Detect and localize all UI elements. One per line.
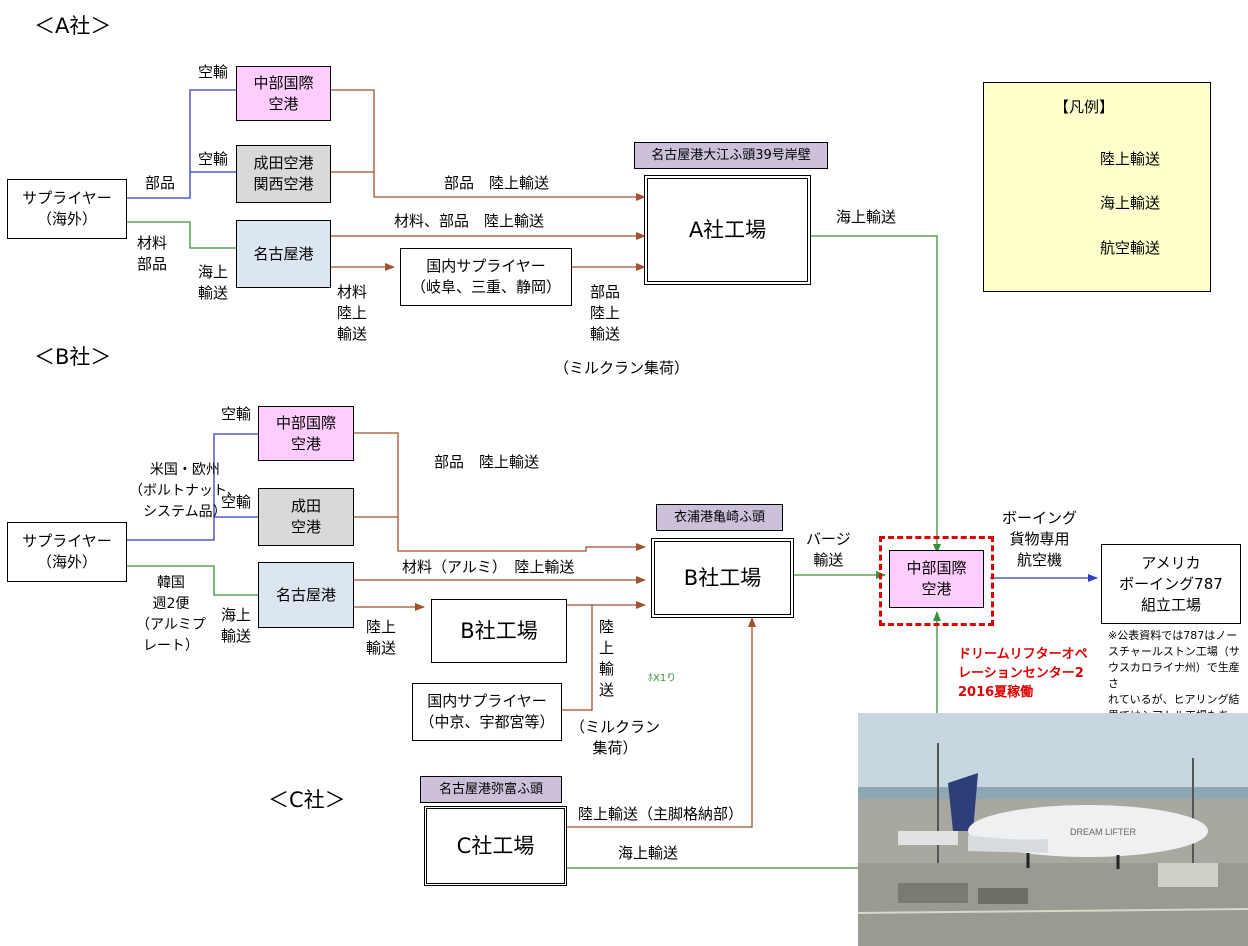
- c-sea-label: 海上輸送: [618, 843, 678, 864]
- b-factory2-box: B社工場: [431, 599, 567, 663]
- b-narita-box: 成田 空港: [258, 488, 354, 546]
- b-sea-label: 海上 輸送: [221, 605, 251, 647]
- b-korea-label: 韓国 週2便 （アルミプ レート）: [136, 573, 206, 657]
- a-nagoya-port-box: 名古屋港: [236, 220, 331, 288]
- dreamlifter-logo-text: DREAM LIFTER: [1070, 827, 1137, 837]
- b-chubu-airport-box: 中部国際 空港: [258, 406, 354, 461]
- a-mat-parts-land-label: 材料、部品 陸上輸送: [394, 211, 544, 232]
- legend-title: 【凡例】: [1054, 96, 1114, 117]
- b-mat-land-label: 材料（アルミ） 陸上輸送: [402, 557, 574, 578]
- b-barge-label: バージ 輸送: [806, 529, 851, 571]
- a-wharf-label: 名古屋港大江ふ頭39号岸壁: [634, 142, 828, 169]
- section-c-title: ＜C社＞: [268, 784, 346, 814]
- a-parts-land-v-label: 部品 陸上 輸送: [590, 282, 620, 345]
- hub-america-factory-box: アメリカ ボーイング787 組立工場: [1101, 544, 1241, 624]
- a-sea-out-label: 海上輸送: [836, 207, 896, 228]
- legend-land-label: 陸上輸送: [1100, 148, 1160, 169]
- a-milk-run-label: （ミルクラン集荷）: [554, 358, 689, 379]
- b-air-label-1: 空輸: [221, 404, 251, 425]
- a-sea-label: 海上 輸送: [198, 262, 228, 304]
- section-b-title: ＜B社＞: [34, 341, 111, 371]
- b-nagoya-port-box: 名古屋港: [258, 562, 354, 628]
- a-supplier-box: サプライヤー （海外）: [7, 179, 127, 239]
- a-mat-parts-label: 材料 部品: [137, 233, 167, 275]
- section-a-title: ＜A社＞: [34, 10, 111, 40]
- b-chubu-land: [354, 433, 645, 551]
- dreamlifter-photo-art: DREAM LIFTER: [858, 713, 1248, 946]
- hub-chubu-airport-box: 中部国際 空港: [889, 550, 984, 608]
- b-domestic-supplier-box: 国内サプライヤー （中京、宇都宮等）: [412, 683, 562, 741]
- legend-air-label: 航空輸送: [1100, 237, 1160, 258]
- a-narita-kansai-box: 成田空港 関西空港: [236, 145, 331, 203]
- legend-sea-label: 海上輸送: [1100, 192, 1160, 213]
- a-chubu-airport-box: 中部国際 空港: [236, 66, 331, 121]
- b-wharf-label: 衣浦港亀崎ふ頭: [656, 504, 783, 531]
- dreamlifter-photo: DREAM LIFTER: [858, 713, 1248, 946]
- b-land-v2-label: 陸上 輸送: [599, 617, 625, 701]
- b-milk-run-label: （ミルクラン 集荷）: [570, 717, 660, 759]
- a-factory-sea: [810, 236, 937, 553]
- b-us-eu-label: 米国・欧州 （ボルトナット、 システム品）: [129, 460, 241, 523]
- c-land-label: 陸上輸送（主脚格納部）: [578, 804, 743, 825]
- b-land-v-label: 陸上 輸送: [366, 617, 396, 659]
- b-garbled-label: ﾎX1り: [648, 668, 676, 689]
- a-parts-land-label: 部品 陸上輸送: [444, 173, 549, 194]
- c-wharf-label: 名古屋港弥富ふ頭: [420, 776, 562, 803]
- a-mat-land-label: 材料 陸上 輸送: [337, 282, 367, 345]
- hub-boeing-cargo-label: ボーイング 貨物専用 航空機: [1002, 508, 1077, 571]
- c-factory-box: C社工場: [424, 806, 567, 886]
- legend-box: 【凡例】 陸上輸送 海上輸送 航空輸送: [983, 82, 1211, 292]
- a-air-lines: [126, 90, 236, 198]
- a-air-label-1: 空輸: [198, 62, 228, 83]
- a-parts-label: 部品: [145, 173, 175, 194]
- a-factory-box: A社工場: [644, 175, 811, 285]
- a-air-label-2: 空輸: [198, 149, 228, 170]
- hub-dreamlifter-label: ドリームリフターオペ レーションセンター2 2016夏稼働: [958, 645, 1088, 702]
- b-parts-land-label: 部品 陸上輸送: [434, 452, 539, 473]
- a-domestic-supplier-box: 国内サプライヤー （岐阜、三重、静岡）: [400, 248, 572, 306]
- b-supplier-box: サプライヤー （海外）: [7, 522, 127, 582]
- b-factory-box: B社工場: [651, 538, 794, 618]
